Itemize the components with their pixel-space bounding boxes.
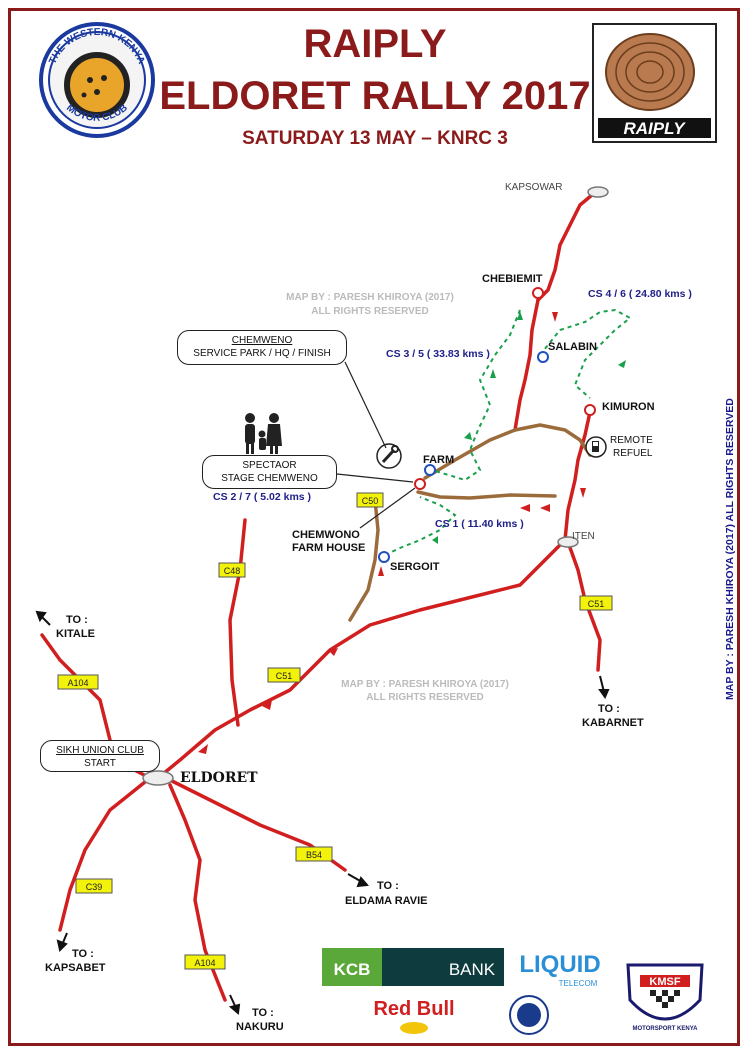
place-iten: ITEN	[572, 531, 595, 542]
red-bull-text: Red Bull	[373, 998, 454, 1020]
red-bull-logo: Red Bull	[373, 998, 455, 1034]
dest-nakuru: NAKURU	[236, 1021, 284, 1033]
wrench-icon	[376, 443, 402, 469]
stage-routes	[384, 308, 632, 556]
spectators-icon	[245, 413, 282, 454]
event-date: SATURDAY 13 MAY – KNRC 3	[242, 128, 508, 149]
remote-refuel-line-1: REMOTE	[610, 435, 653, 446]
place-kapsowar: KAPSOWAR	[505, 182, 562, 193]
raiply-logo: RAIPLY	[592, 23, 717, 143]
kmsf-text: KMSF	[649, 976, 680, 988]
telecom-text: TELECOM	[559, 979, 598, 988]
place-chebiemit: CHEBIEMIT	[482, 273, 543, 285]
destination-arrows	[35, 610, 610, 1015]
service-park-subtitle: SERVICE PARK / HQ / FINISH	[193, 348, 331, 359]
dest-nakuru-to: TO :	[252, 1007, 274, 1019]
road-c48: C48	[224, 566, 241, 576]
dest-kabarnet-to: TO :	[598, 703, 620, 715]
title-line-2: ELDORET RALLY 2017	[159, 74, 591, 118]
remote-refuel-line-2: REFUEL	[613, 448, 653, 459]
direction-arrows-red	[198, 312, 586, 754]
stage-cs4-6: CS 4 / 6 ( 24.80 kms )	[588, 288, 692, 300]
main-roads	[40, 188, 602, 1002]
place-kimuron: KIMURON	[602, 401, 655, 413]
stage-cs1: CS 1 ( 11.40 kms )	[435, 518, 524, 530]
road-b54: B54	[306, 850, 322, 860]
location-markers	[142, 186, 609, 786]
place-eldoret: ELDORET	[180, 770, 258, 786]
aqua-seal-logo	[509, 995, 549, 1035]
road-c39: C39	[86, 882, 103, 892]
kmsf-logo: KMSF MOTORSPORT KENYA	[626, 963, 704, 1032]
dest-kitale: KITALE	[56, 628, 95, 640]
road-c51-eldoret: C51	[276, 671, 293, 681]
watermark-line-1: MAP BY : PARESH KHIROYA (2017)	[286, 292, 454, 303]
direction-arrows-green	[432, 311, 626, 544]
stage-cs3-5: CS 3 / 5 ( 33.83 kms )	[386, 348, 490, 360]
spectator-stage-title: SPECTAOR	[242, 460, 297, 471]
start-title: SIKH UNION CLUB	[56, 745, 144, 756]
liquid-telecom-logo: LIQUID TELECOM	[519, 951, 600, 988]
farm-house-line-2: FARM HOUSE	[292, 542, 365, 554]
kcb-text: KCB	[334, 960, 371, 979]
fuel-pump-icon	[585, 436, 607, 458]
title-line-1: RAIPLY	[303, 22, 447, 66]
road-c51-iten: C51	[588, 599, 605, 609]
watermark-line-3: MAP BY : PARESH KHIROYA (2017)	[341, 679, 509, 690]
western-kenya-motor-club-logo: THE WESTERN KENYA MOTOR CLUB	[39, 22, 155, 138]
dest-eldama: ELDAMA RAVIE	[345, 895, 428, 907]
kcb-bank-logo: KCB BANK	[322, 948, 504, 986]
bank-text: BANK	[449, 960, 496, 979]
dest-eldama-to: TO :	[377, 880, 399, 892]
service-park-callout: CHEMWENO SERVICE PARK / HQ / FINISH	[177, 330, 347, 365]
farm-house-line-1: CHEMWONO	[292, 529, 360, 541]
service-park-title: CHEMWENO	[231, 335, 293, 346]
road-a104-south: A104	[194, 958, 215, 968]
start-callout: SIKH UNION CLUB START	[40, 740, 160, 772]
road-a104-north: A104	[67, 678, 88, 688]
dest-kapsabet: KAPSABET	[45, 962, 106, 974]
dest-kabarnet: KABARNET	[582, 717, 644, 729]
road-labels: C50 C48 C51 C51 A104 B54 C39 A104	[57, 492, 613, 970]
callout-pointers	[336, 361, 416, 529]
stage-cs2-7: CS 2 / 7 ( 5.02 kms )	[213, 491, 311, 503]
start-subtitle: START	[84, 758, 116, 769]
kmsf-subtitle: MOTORSPORT KENYA	[632, 1026, 698, 1032]
map-border	[8, 8, 740, 1046]
spectator-stage-subtitle: STAGE CHEMWENO	[221, 473, 318, 484]
place-sergoit: SERGOIT	[390, 561, 440, 573]
place-salabin: SALABIN	[548, 341, 597, 353]
dest-kapsabet-to: TO :	[72, 948, 94, 960]
connector-roads	[348, 423, 592, 622]
dest-kitale-to: TO :	[66, 614, 88, 626]
map-credit-vertical: MAP BY : PARESH KHIROYA (2017) ALL RIGHT…	[724, 398, 736, 700]
road-c50: C50	[362, 496, 379, 506]
watermark-line-4: ALL RIGHTS RESERVED	[366, 692, 483, 703]
liquid-text: LIQUID	[519, 951, 600, 978]
raiply-logo-text: RAIPLY	[623, 119, 686, 138]
spectator-stage-callout: SPECTAOR STAGE CHEMWENO	[202, 455, 337, 489]
place-farm: FARM	[423, 454, 454, 466]
watermark-line-2: ALL RIGHTS RESERVED	[311, 306, 428, 317]
